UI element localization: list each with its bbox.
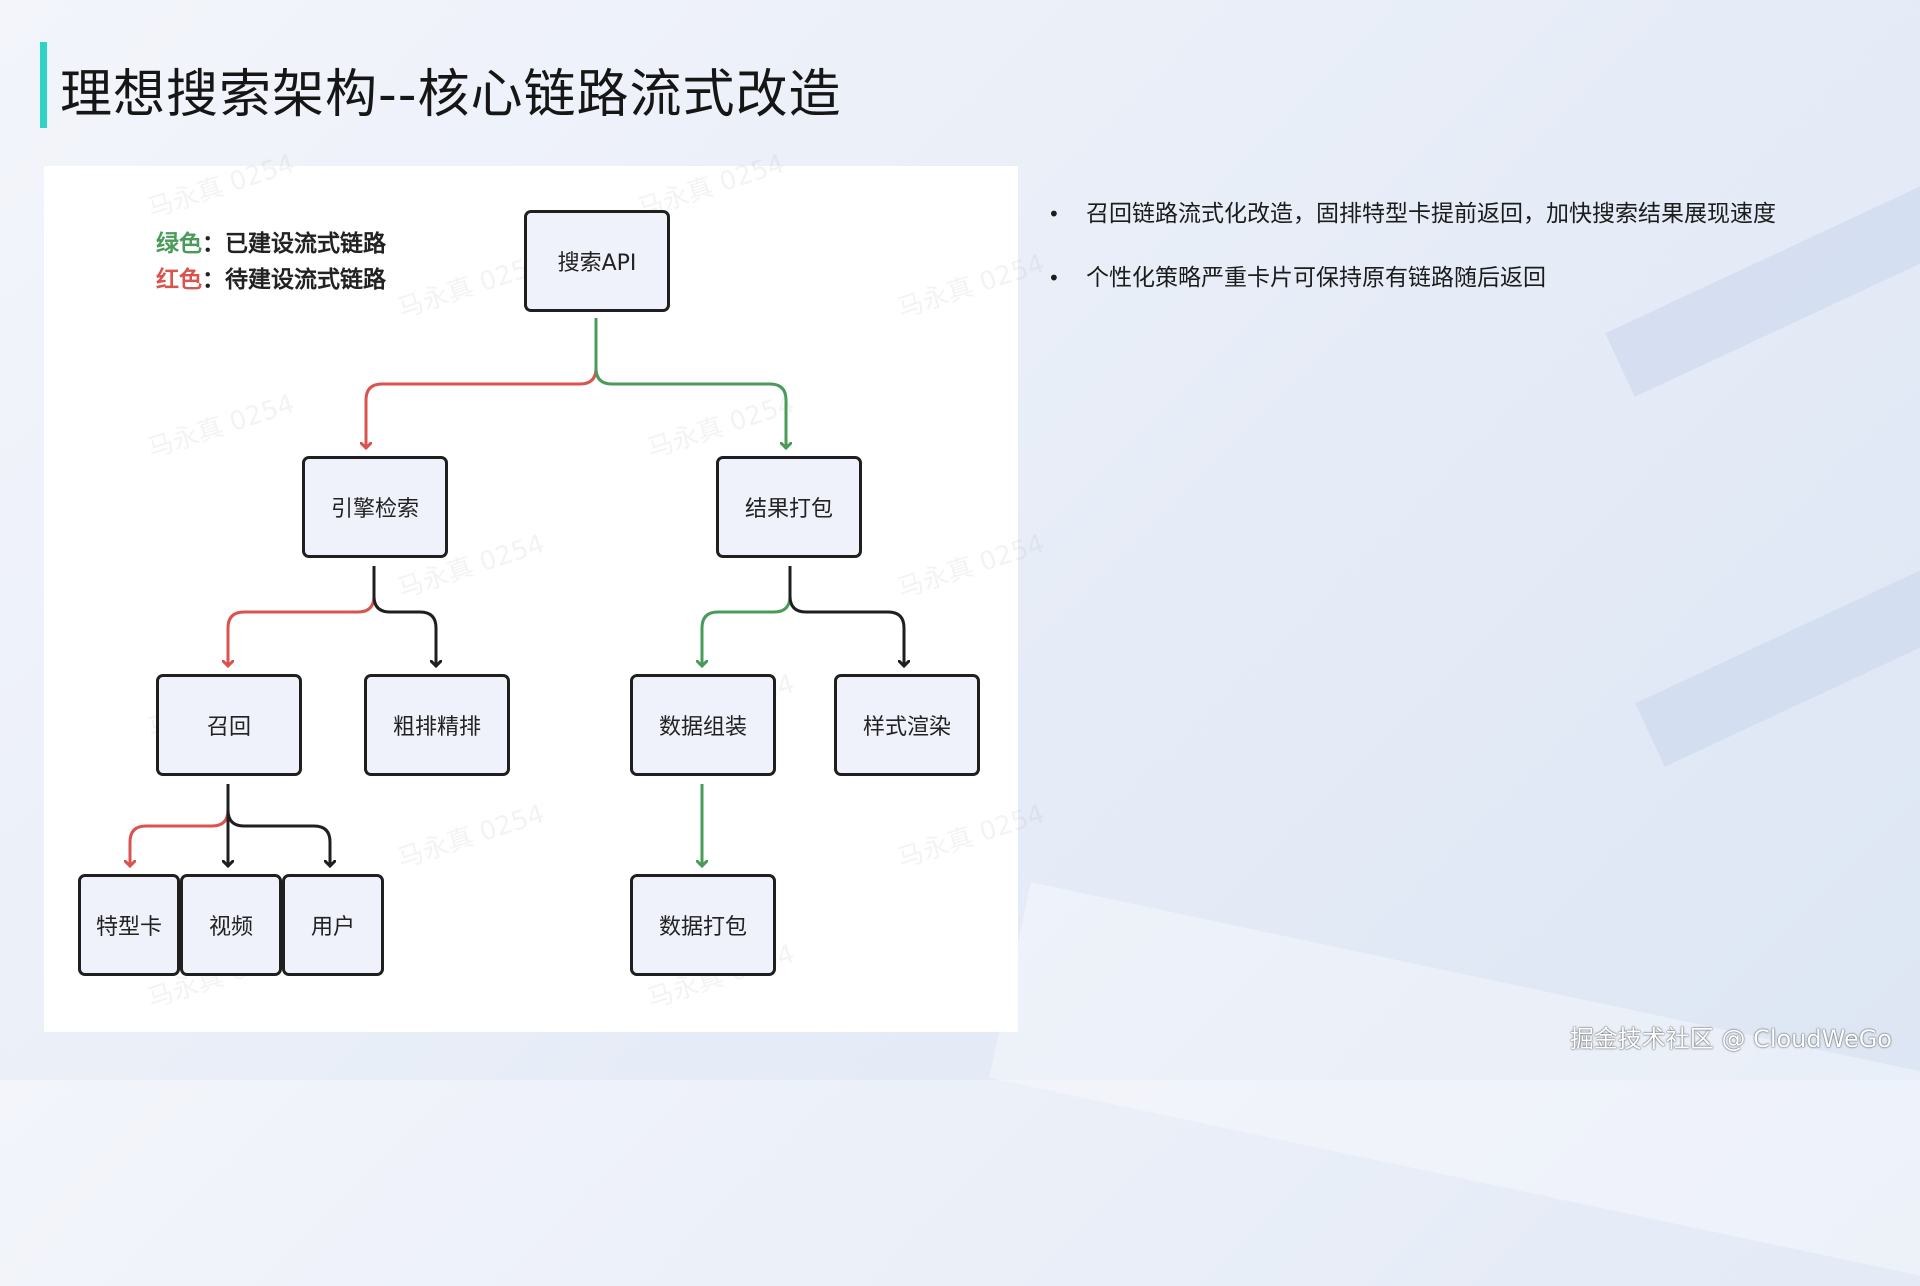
page-title: 理想搜索架构--核心链路流式改造 bbox=[60, 65, 842, 125]
edge-packing-to-style bbox=[788, 566, 904, 666]
node-data-assembly: 数据组装 bbox=[630, 674, 776, 776]
bullet-list: • 召回链路流式化改造，固排特型卡提前返回，加快搜索结果展现速度 • 个性化策略严重… bbox=[1048, 200, 1776, 328]
node-video: 视频 bbox=[180, 874, 282, 976]
edge-engine-to-rank bbox=[372, 566, 436, 666]
diagram-panel: 马永真 0254 马永真 0254 马永真 0254 马永真 0254 马永真 … bbox=[44, 149, 1048, 1032]
edge-recall-to-user bbox=[226, 784, 330, 866]
bullet-item: • 个性化策略严重卡片可保持原有链路随后返回 bbox=[1048, 264, 1776, 292]
bullet-text: 个性化策略严重卡片可保持原有链路随后返回 bbox=[1086, 265, 1546, 291]
background-stripe bbox=[989, 882, 1920, 1286]
node-style-render: 样式渲染 bbox=[834, 674, 980, 776]
legend-red-key: 红色 bbox=[156, 267, 202, 293]
node-recall: 召回 bbox=[156, 674, 302, 776]
edge-recall-to-card bbox=[130, 784, 230, 866]
node-engine-retrieval: 引擎检索 bbox=[302, 456, 448, 558]
edge-api-to-engine bbox=[366, 318, 598, 448]
node-search-api: 搜索API bbox=[524, 210, 670, 312]
footer-credit: 掘金技术社区 @ CloudWeGo bbox=[1569, 1025, 1892, 1053]
bullet-item: • 召回链路流式化改造，固排特型卡提前返回，加快搜索结果展现速度 bbox=[1048, 200, 1776, 228]
title-accent-bar bbox=[40, 42, 47, 128]
bullet-dot-icon: • bbox=[1048, 266, 1060, 290]
legend-red-text: ：待建设流式链路 bbox=[202, 267, 386, 293]
node-rough-fine-rank: 粗排精排 bbox=[364, 674, 510, 776]
legend-green-key: 绿色 bbox=[156, 231, 202, 257]
node-user: 用户 bbox=[282, 874, 384, 976]
legend-green-text: ：已建设流式链路 bbox=[202, 231, 386, 257]
node-result-packing: 结果打包 bbox=[716, 456, 862, 558]
node-data-packing: 数据打包 bbox=[630, 874, 776, 976]
background-stripe bbox=[1635, 483, 1920, 767]
edge-packing-to-assembly bbox=[702, 566, 792, 666]
node-special-card: 特型卡 bbox=[78, 874, 180, 976]
legend: 绿色：已建设流式链路 红色：待建设流式链路 bbox=[156, 226, 386, 298]
edge-api-to-packing bbox=[594, 318, 786, 448]
bullet-dot-icon: • bbox=[1048, 202, 1060, 226]
edge-engine-to-recall bbox=[228, 566, 376, 666]
legend-green: 绿色：已建设流式链路 bbox=[156, 226, 386, 262]
bullet-text: 召回链路流式化改造，固排特型卡提前返回，加快搜索结果展现速度 bbox=[1086, 201, 1776, 227]
diagram-connectors bbox=[44, 318, 1018, 1032]
legend-red: 红色：待建设流式链路 bbox=[156, 262, 386, 298]
